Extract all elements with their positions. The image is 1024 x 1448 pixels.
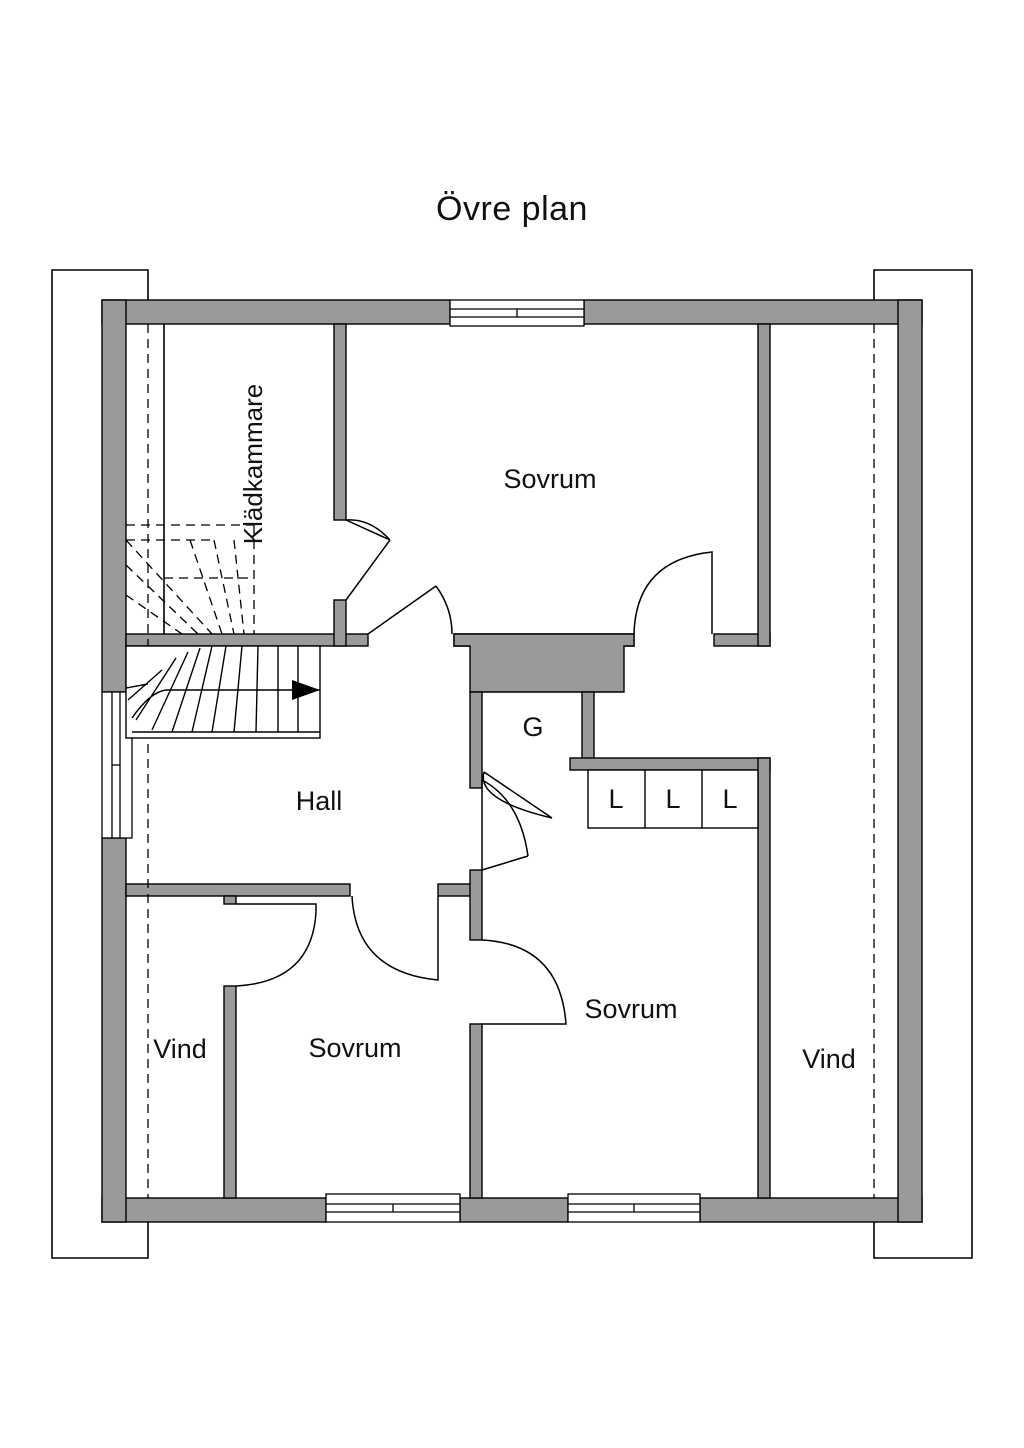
roof-slope-lines xyxy=(147,324,875,1198)
wardrobes xyxy=(587,769,759,829)
stair-direction-arrow-icon xyxy=(292,680,320,700)
window-top xyxy=(449,299,585,327)
room-label-vind-left: Vind xyxy=(153,1034,207,1064)
room-label-sovrum-top: Sovrum xyxy=(503,464,596,494)
window-bottom-left xyxy=(325,1193,461,1223)
stair-projection-dashed xyxy=(125,524,255,635)
roof-edge-outlines xyxy=(51,269,973,1259)
room-label-kladkammare: Klädkammare xyxy=(238,384,268,544)
wardrobe-label-3: L xyxy=(722,784,737,814)
room-label-g: G xyxy=(522,712,543,742)
room-label-hall: Hall xyxy=(296,786,343,816)
room-label-sovrum-bottom-right: Sovrum xyxy=(584,994,677,1024)
wardrobe-label-1: L xyxy=(608,784,623,814)
doors[interactable] xyxy=(235,519,713,1025)
room-label-sovrum-bottom-left: Sovrum xyxy=(308,1033,401,1063)
walls xyxy=(101,299,923,1223)
window-bottom-right xyxy=(567,1193,701,1223)
staircase xyxy=(125,645,321,739)
wardrobe-label-2: L xyxy=(665,784,680,814)
windows xyxy=(101,299,701,1223)
plan-title: Övre plan xyxy=(436,190,588,228)
room-label-vind-right: Vind xyxy=(802,1044,856,1074)
